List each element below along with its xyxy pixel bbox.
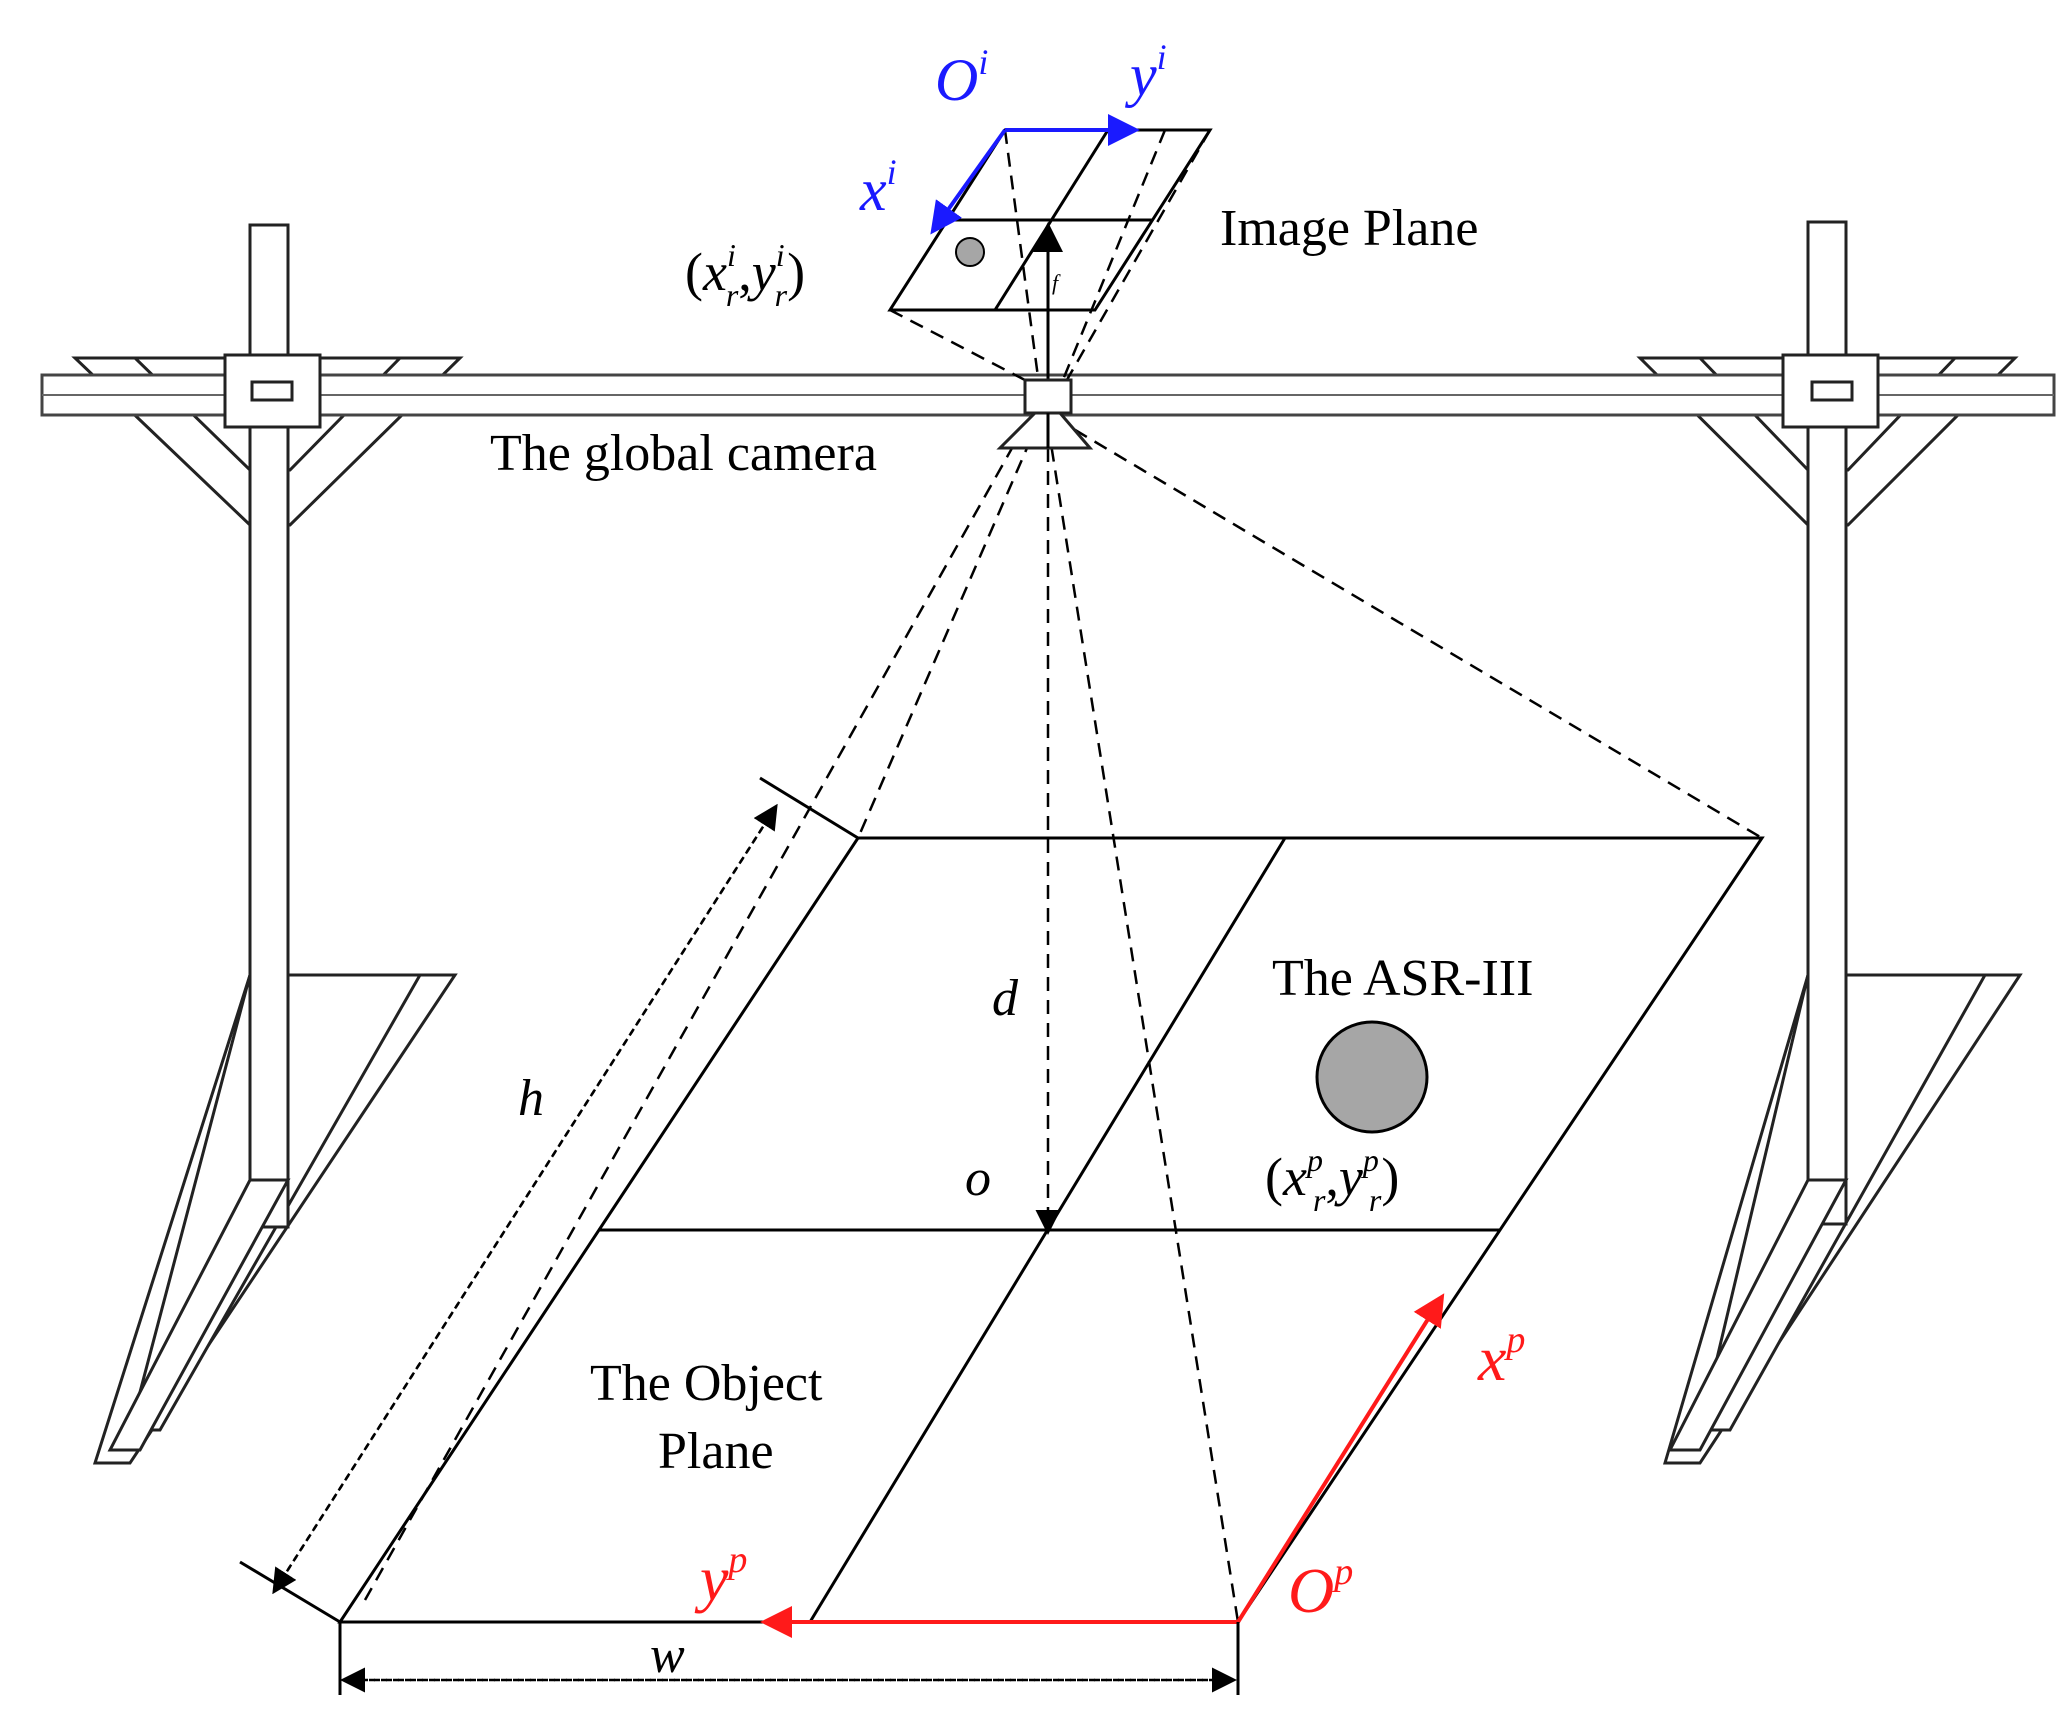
asr-robot [1315, 1020, 1429, 1134]
plane-x-axis-label: xp [1477, 1319, 1525, 1394]
image-y-axis-label: yi [1124, 37, 1167, 108]
image-axes [930, 114, 1140, 235]
image-origin-label: Oi [935, 42, 988, 113]
origin-label: o [965, 1150, 991, 1207]
object-plane-label-line1: The Object [590, 1355, 823, 1412]
image-plane [887, 128, 1213, 392]
asr-label: The ASR-III [1272, 950, 1533, 1007]
robot-image-point [955, 237, 985, 267]
image-x-axis-arrow [930, 128, 1007, 235]
plane-x-axis-arrow [1236, 1293, 1445, 1624]
plane-y-axis-label: yp [694, 1539, 747, 1614]
global-camera [996, 378, 1094, 450]
object-plane-label-line2: Plane [658, 1423, 774, 1480]
distance-label: d [992, 970, 1019, 1027]
image-x-axis-label: xi [859, 152, 897, 223]
width-label: w [650, 1627, 685, 1684]
focal-label: f [1052, 270, 1061, 295]
object-plane [337, 836, 1765, 1624]
global-camera-label: The global camera [490, 425, 877, 482]
plane-origin-label: Op [1288, 1551, 1353, 1626]
projection-lines [363, 129, 1763, 1623]
dimension-w [338, 1622, 1240, 1695]
dimension-h [239, 776, 859, 1624]
image-plane-label: Image Plane [1220, 200, 1478, 257]
plane-axes [760, 1293, 1445, 1638]
height-label: h [518, 1070, 544, 1127]
